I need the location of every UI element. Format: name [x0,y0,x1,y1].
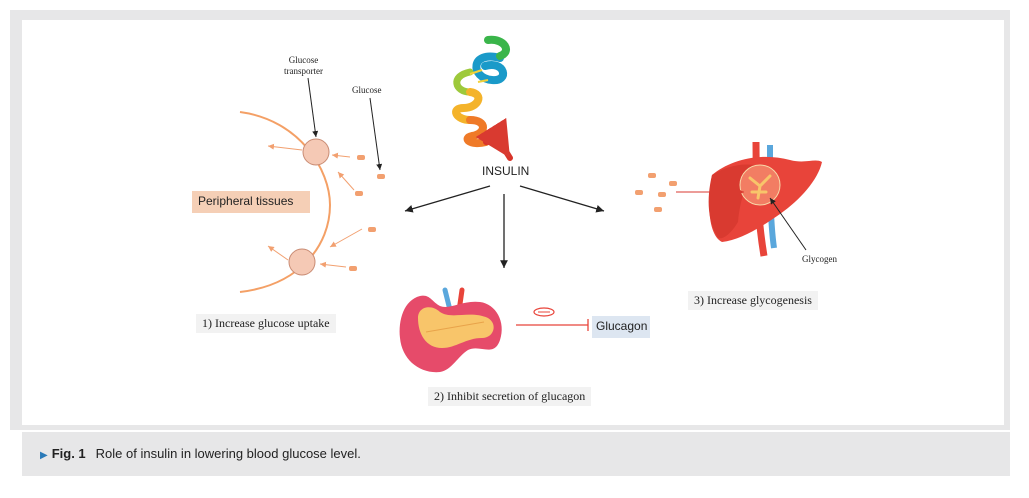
glucose-molecules-liver [635,173,677,212]
step1-label: 1) Increase glucose uptake [196,314,336,333]
pancreas-icon [399,287,502,373]
glucose-transporter-label-line2: transporter [284,66,323,76]
figure-canvas [22,20,1004,425]
caption-label: Fig. 1 [51,446,86,461]
insulin-molecule-icon [452,35,513,161]
transporter-pointer [307,77,319,138]
insulin-label: INSULIN [482,164,530,178]
glucose-pointer [369,97,383,171]
caption-text: Role of insulin in lowering blood glucos… [95,446,361,461]
arrow-to-liver [519,185,605,213]
glucose-uptake-arrows [267,143,363,268]
glycogen-label: Glycogen [802,254,837,264]
arrow-to-peripheral [404,185,491,213]
glucose-transporter-bottom [288,248,316,276]
step2-label: 2) Inhibit secretion of glucagon [428,387,592,406]
peripheral-tissues-label: Peripheral tissues [198,194,294,208]
glucose-transporter-label-line1: Glucose [288,55,319,65]
liver-icon [708,141,822,257]
caption-arrow-icon: ▶ [40,450,48,461]
figure-caption: ▶Fig. 1 Role of insulin in lowering blood… [40,446,361,461]
figure-caption-bar: ▶Fig. 1 Role of insulin in lowering blood… [22,432,1010,476]
glucose-transporter-label: Glucose transporter [284,55,323,77]
glucagon-box [592,316,650,338]
cell-membrane [239,111,332,293]
glucose-transporter-top [302,138,330,166]
glucagon-label: Glucagon [596,319,648,333]
peripheral-tissues-box [192,191,310,213]
glycogen-pointer [769,197,807,251]
glucose-molecules-peripheral [349,155,385,271]
glucagon-granule-icon [533,307,555,317]
inhibition-line [516,319,589,331]
step3-label: 3) Increase glycogenesis [688,291,818,310]
glucose-label: Glucose [352,85,382,95]
